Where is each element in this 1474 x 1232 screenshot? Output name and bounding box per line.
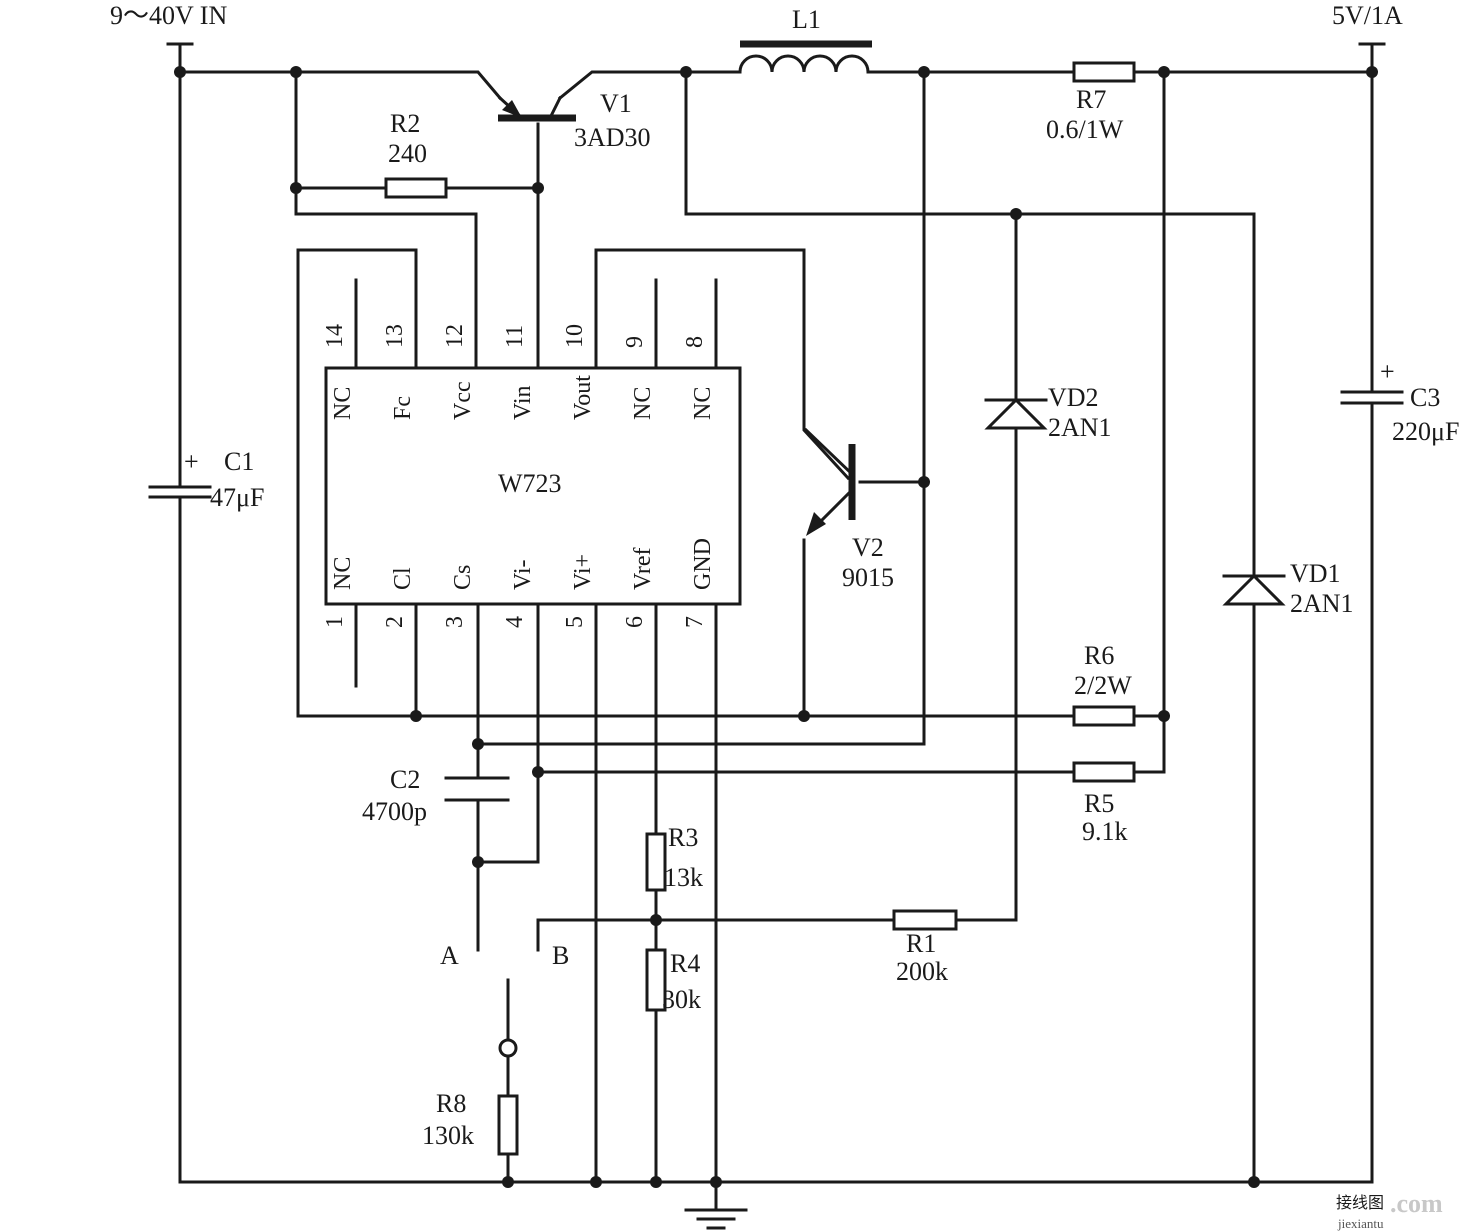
resistor-R6: R6 2/2W <box>1072 641 1136 727</box>
ic-pin-name: Vout <box>570 375 596 420</box>
ic-pin-name: NC <box>330 557 356 590</box>
resistor-R2: R2 240 <box>384 109 448 199</box>
capacitor-C2-value: 4700p <box>362 797 427 826</box>
resistor-R1: R1 200k <box>892 909 958 986</box>
switch-contact-b-label: B <box>552 941 569 970</box>
watermark-url: jiexiantu <box>1337 1216 1384 1231</box>
ic-pin-name: Vref <box>630 547 656 590</box>
resistor-R8-ref: R8 <box>436 1089 466 1118</box>
diode-VD2: VD2 2AN1 <box>984 383 1112 442</box>
resistor-R1-ref: R1 <box>906 929 936 958</box>
resistor-R5-value: 9.1k <box>1082 817 1128 846</box>
capacitor-C1-value: 47μF <box>210 483 264 512</box>
resistor-R3-value: 13k <box>664 863 703 892</box>
ic-pin-number: 8 <box>682 336 708 348</box>
ic-pin-number: 12 <box>442 324 468 348</box>
resistor-R8-value: 130k <box>422 1121 474 1150</box>
watermark-logo: 接线图 .com jiexiantu <box>1336 1189 1443 1231</box>
diode-VD2-value: 2AN1 <box>1048 413 1112 442</box>
diode-VD1-value: 2AN1 <box>1290 589 1354 618</box>
wires <box>166 42 1386 1212</box>
junction-dots <box>174 66 1378 1188</box>
resistor-R6-value: 2/2W <box>1074 671 1132 700</box>
watermark-domain: .com <box>1390 1189 1443 1218</box>
ic-pin-number: 14 <box>322 324 348 348</box>
inductor-L1: L1 <box>738 5 872 74</box>
resistor-R5-ref: R5 <box>1084 789 1114 818</box>
diode-VD1: VD1 2AN1 <box>1222 559 1354 618</box>
capacitor-C2: C2 4700p <box>362 765 427 826</box>
transistor-V1: V1 3AD30 <box>497 89 651 152</box>
ic-pin-name: Vi- <box>510 559 536 590</box>
switch-contact-a-label: A <box>440 941 459 970</box>
ic-pin-number: 10 <box>562 324 588 348</box>
ic-pin-number: 5 <box>562 616 588 628</box>
ic-pin-number: 9 <box>622 336 648 348</box>
capacitor-C3-ref: C3 <box>1410 383 1440 412</box>
resistor-R4: R4 30k <box>645 948 701 1014</box>
watermark-brand: 接线图 <box>1336 1194 1384 1212</box>
resistor-R4-ref: R4 <box>670 949 700 978</box>
ic-pin-name: Fc <box>390 396 416 420</box>
ic-pin-name: Cs <box>450 565 476 590</box>
capacitor-C3-polarity: + <box>1380 357 1395 386</box>
ic-pin-number: 6 <box>622 616 648 628</box>
resistor-R5: R5 9.1k <box>1072 761 1136 846</box>
capacitor-C3-value: 220μF <box>1392 417 1459 446</box>
resistor-R4-value: 30k <box>662 985 701 1014</box>
transistor-V2-ref: V2 <box>852 533 884 562</box>
ic-pin-number: 2 <box>382 616 408 628</box>
ic-pin-number: 7 <box>682 616 708 628</box>
transistor-V1-ref: V1 <box>600 89 632 118</box>
ic-pin-name: Vcc <box>450 381 476 420</box>
capacitor-C1-polarity: + <box>184 447 199 476</box>
ground-symbol <box>684 1208 748 1230</box>
ic-pin-number: 1 <box>322 616 348 628</box>
diode-VD2-ref: VD2 <box>1048 383 1099 412</box>
ic-pin-number: 3 <box>442 616 468 628</box>
transistor-V2-value: 9015 <box>842 563 894 592</box>
resistor-R7: R7 0.6/1W <box>1046 61 1136 144</box>
capacitor-C3: + C3 220μF <box>1340 357 1459 446</box>
resistor-R8: R8 130k <box>422 1089 519 1156</box>
resistor-R6-ref: R6 <box>1084 641 1114 670</box>
ic-pin-number: 13 <box>382 324 408 348</box>
switch-pivot <box>498 1038 518 1058</box>
diode-VD1-ref: VD1 <box>1290 559 1341 588</box>
ic-pin-name: GND <box>690 538 716 590</box>
ic-pin-number: 4 <box>502 616 528 628</box>
ic-pin-number: 11 <box>502 325 528 348</box>
selector-switch: A B <box>440 941 569 1058</box>
resistor-R1-value: 200k <box>896 957 948 986</box>
output-voltage-label: 5V/1A <box>1332 1 1403 30</box>
resistor-R2-ref: R2 <box>390 109 420 138</box>
ic-pin-name: NC <box>330 387 356 420</box>
capacitor-C1: + C1 47μF <box>148 447 264 512</box>
ic-name: W723 <box>498 469 562 498</box>
resistor-R7-value: 0.6/1W <box>1046 115 1124 144</box>
inductor-L1-label: L1 <box>792 5 821 34</box>
transistor-V2: V2 9015 <box>803 427 894 592</box>
input-voltage-label: 9～40V IN <box>110 1 227 30</box>
resistor-R3: R3 13k <box>645 823 703 892</box>
ic-pin-name: Vin <box>510 385 536 420</box>
resistor-R7-ref: R7 <box>1076 85 1106 114</box>
resistor-R3-ref: R3 <box>668 823 698 852</box>
capacitor-C1-ref: C1 <box>224 447 254 476</box>
transistor-V1-value: 3AD30 <box>574 123 651 152</box>
ic-pin-name: Cl <box>390 567 416 590</box>
capacitor-C2-ref: C2 <box>390 765 420 794</box>
ic-pin-name: Vi+ <box>570 554 596 590</box>
resistor-R2-value: 240 <box>388 139 427 168</box>
ic-pin-name: NC <box>690 387 716 420</box>
ic-pin-name: NC <box>630 387 656 420</box>
